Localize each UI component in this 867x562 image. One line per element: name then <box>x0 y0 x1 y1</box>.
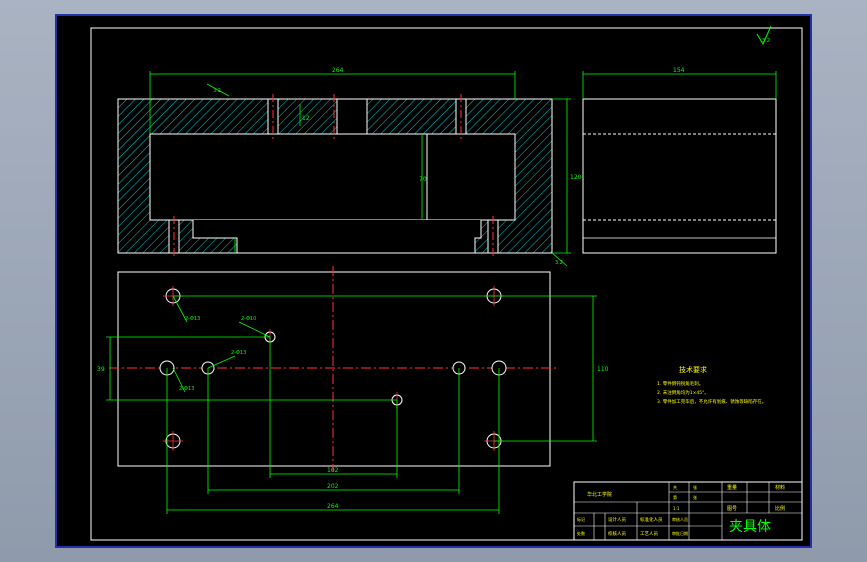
drawing-sheet: 3.2 <box>55 14 812 548</box>
title-ratio: 比例 <box>775 505 785 512</box>
corner-roughness-text: 3.2 <box>762 38 770 44</box>
hole-label-2: 2-Φ10 <box>241 316 256 322</box>
title-cell-4: 张 <box>693 494 697 500</box>
title-checker: 校核人员 <box>608 530 626 537</box>
title-standard: 标准化人员 <box>640 516 663 523</box>
title-part-name: 夹具体 <box>729 519 771 535</box>
tech-req-item-3: 3. 零件加工完毕后，不允许有划痕、锈蚀等缺陷存在。 <box>657 398 766 405</box>
hole-label-4: 2-Φ13 <box>179 386 194 392</box>
tech-req-item-1: 1. 零件倒钝锐角毛刺。 <box>657 380 703 387</box>
title-scale-value: 1:1 <box>673 506 680 511</box>
front-section-view: 264 120 70 12 3.2 3.2 <box>117 67 582 267</box>
hole-label-1: 2-Φ13 <box>185 316 200 322</box>
title-school: 华北工学院 <box>587 491 612 498</box>
dim-small: 12 <box>302 115 310 122</box>
title-cell-1: 共 <box>673 484 677 490</box>
plan-centerlines <box>109 266 557 472</box>
corner-roughness-symbol: 3.2 <box>756 25 772 46</box>
plan-dimensions <box>106 295 597 514</box>
dim-inner-height: 70 <box>419 176 427 183</box>
bottom-groove <box>192 220 482 254</box>
hole-label-3: 2-Φ13 <box>231 350 246 356</box>
title-process: 工艺人员 <box>640 531 658 537</box>
dim-front-width: 264 <box>332 67 344 74</box>
dim-front-height: 120 <box>570 174 582 181</box>
dim-plan-height-left: 39 <box>97 366 105 373</box>
title-weight: 重量 <box>727 484 737 491</box>
title-approver: 审核人员 <box>672 516 688 522</box>
technical-requirements: 技术要求 1. 零件倒钝锐角毛刺。 2. 未注倒角均为1×45°。 3. 零件加… <box>657 365 766 405</box>
dim-span-202: 202 <box>327 483 339 490</box>
border-frame <box>90 27 803 541</box>
tech-req-item-2: 2. 未注倒角均为1×45°。 <box>657 389 709 396</box>
roughness-mark-2: 3.2 <box>555 260 563 266</box>
top-slot <box>336 98 368 135</box>
title-sheet: 图号 <box>727 506 737 512</box>
side-view: 154 <box>582 67 777 254</box>
title-date: 审批日期 <box>672 530 688 536</box>
plan-view: 110 39 102 202 264 2-Φ13 2-Φ10 2-Φ13 2-Φ… <box>97 266 609 514</box>
front-dimensions <box>149 71 571 267</box>
title-row-2: 处数 <box>577 530 585 536</box>
dim-span-264: 264 <box>327 503 339 510</box>
tech-req-title: 技术要求 <box>679 365 707 374</box>
front-centerlines <box>173 94 494 258</box>
dim-plan-height: 110 <box>597 366 609 373</box>
title-row-1: 标记 <box>577 516 585 522</box>
side-outline <box>582 98 777 254</box>
roughness-mark-1: 3.2 <box>213 88 221 94</box>
dim-span-102: 102 <box>327 467 339 474</box>
title-cell-3: 第 <box>673 494 677 500</box>
plan-outline <box>117 271 551 467</box>
cad-drawing: 3.2 <box>90 25 803 541</box>
title-block: 华北工学院 重量 材料 图号 比例 共 张 第 张 1:1 设计人员 标准化人员… <box>573 481 803 541</box>
title-designer: 设计人员 <box>608 516 626 523</box>
title-material: 材料 <box>775 484 785 491</box>
title-cell-2: 张 <box>693 484 697 490</box>
dim-side-width: 154 <box>673 67 685 74</box>
